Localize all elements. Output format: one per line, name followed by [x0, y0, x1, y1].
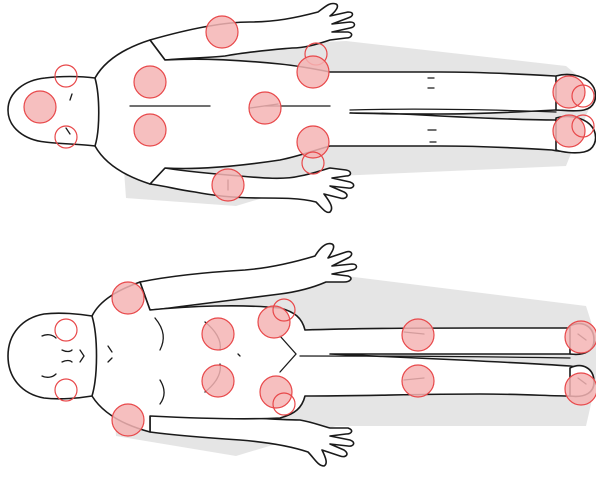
front-marker-knee-upper	[402, 319, 434, 351]
front-marker-elbow-lower	[260, 376, 292, 408]
front-marker-toes-lower	[565, 373, 596, 405]
front-marker-shoulder-lower	[112, 404, 144, 436]
back-marker-heel-upper	[553, 76, 585, 108]
back-marker-forearm-lower	[297, 126, 329, 158]
front-marker-shoulder-upper	[112, 282, 144, 314]
front-marker-elbow-upper	[258, 306, 290, 338]
back-marker-heel-lower	[553, 115, 585, 147]
back-marker-occiput	[24, 91, 56, 123]
front-marker-chest-upper	[202, 318, 234, 350]
back-marker-shoulder-blade-upper	[134, 66, 166, 98]
front-view-figure	[8, 244, 596, 466]
back-marker-upper-arm-lower	[212, 169, 244, 201]
back-marker-lower-back	[249, 92, 281, 124]
front-marker-chest-lower	[202, 365, 234, 397]
front-marker-knee-lower	[402, 365, 434, 397]
back-marker-forearm-upper	[297, 56, 329, 88]
back-marker-upper-arm	[206, 16, 238, 48]
back-view-figure	[8, 3, 596, 212]
back-marker-shoulder-blade-lower	[134, 114, 166, 146]
front-marker-toes-upper	[565, 321, 596, 353]
